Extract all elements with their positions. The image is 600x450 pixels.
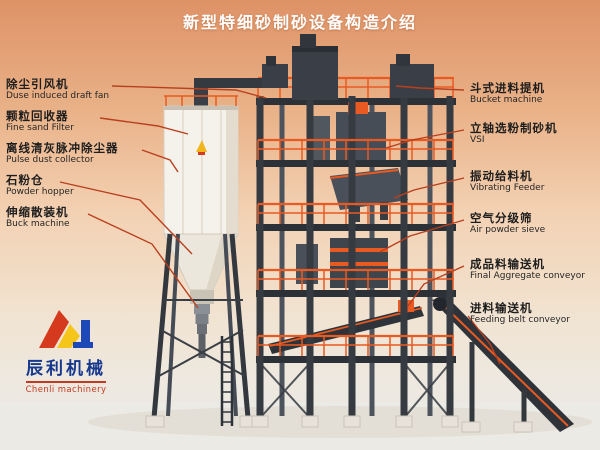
callout-label-zh: 成品料输送机 (470, 257, 545, 271)
callout-label-en: VSI (470, 135, 485, 146)
callout-label-en: Pulse dust collector (6, 155, 94, 166)
callout-label-en: Feeding belt conveyor (470, 315, 570, 326)
callout-label-en: Final Aggregate conveyor (470, 271, 585, 282)
callout-label-zh: 振动给料机 (470, 169, 533, 183)
logo-mark-icon (39, 310, 93, 348)
telescopic-chute (194, 304, 210, 358)
final-aggregate-conveyor (268, 300, 424, 354)
vibrating-feeder (329, 168, 408, 222)
logo-name-zh: 辰利机械 (26, 354, 106, 383)
ladder (220, 336, 234, 426)
callout-label-zh: 立轴选粉制砂机 (470, 121, 558, 135)
callout-label-en: Duse induced draft fan (6, 91, 110, 102)
callout-label-zh: 离线清灰脉冲除尘器 (6, 141, 119, 155)
callout-label-zh: 空气分级筛 (470, 211, 533, 225)
callout-label-zh: 石粉仓 (6, 173, 44, 187)
callout-label-zh: 除尘引风机 (6, 77, 69, 91)
callout-label-zh: 伸缩散装机 (6, 205, 69, 219)
company-logo: 辰利机械 Chenli machinery (16, 306, 116, 395)
callout-label-en: Bucket machine (470, 95, 543, 106)
callout-label-en: Air powder sieve (470, 225, 546, 236)
diagram-title: 新型特细砂制砂设备构造介绍 (182, 13, 417, 32)
logo-name-en: Chenli machinery (25, 385, 107, 395)
bucket-elevator (292, 34, 434, 100)
callout-label-zh: 颗粒回收器 (6, 109, 69, 123)
callout-label-en: Powder hopper (6, 187, 74, 198)
callout-label-en: Buck machine (6, 219, 70, 230)
callout-label-zh: 斗式进料提机 (470, 81, 545, 95)
callout-label-zh: 进料输送机 (470, 301, 533, 315)
dust-collector-silo (163, 95, 239, 304)
callout-label-en: Fine sand Filter (6, 123, 74, 134)
callout-label-en: Vibrating Feeder (470, 183, 545, 194)
draft-fan-duct (194, 56, 288, 110)
vsi-machine (312, 102, 386, 160)
air-powder-sieve (296, 238, 388, 288)
